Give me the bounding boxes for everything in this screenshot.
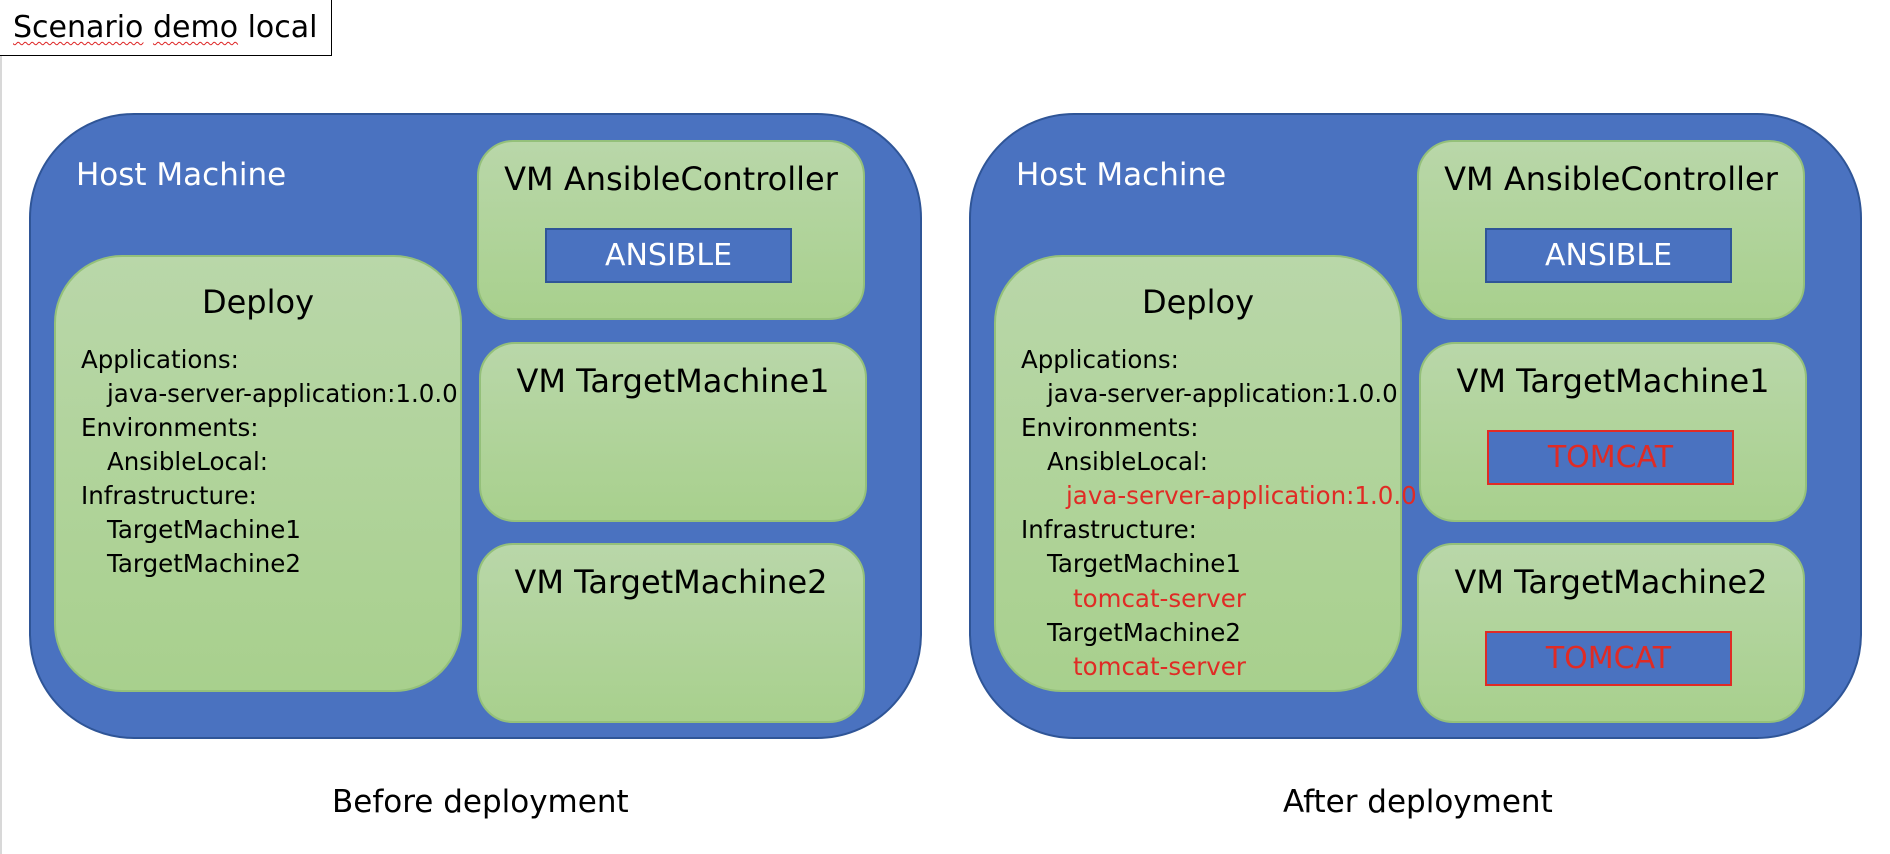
deploy-line: AnsibleLocal: [1047, 447, 1209, 476]
vm-title: VM TargetMachine1 [1456, 362, 1770, 400]
deploy-line: Infrastructure: [81, 481, 257, 510]
vm-title: VM TargetMachine2 [514, 563, 828, 601]
deploy-line-highlight: java-server-application:1.0.0 [1066, 481, 1417, 510]
deploy-line-highlight: tomcat-server [1073, 652, 1246, 681]
host-machine-before: Host Machine Deploy Applications: java-s… [29, 113, 922, 739]
vm-target-machine2-before: VM TargetMachine2 [477, 543, 865, 723]
deploy-line: Infrastructure: [1021, 515, 1197, 544]
deploy-box-after: Deploy Applications: java-server-applica… [994, 255, 1417, 692]
deploy-line: TargetMachine1 [107, 515, 301, 544]
deploy-line: Applications: [81, 345, 239, 374]
ansible-tag: ANSIBLE [545, 228, 792, 283]
deploy-title: Deploy [1141, 283, 1255, 321]
caption-before: Before deployment [332, 784, 629, 820]
deploy-line: java-server-application:1.0.0 [107, 379, 458, 408]
scenario-title-box: Scenario demo local [0, 0, 332, 56]
deploy-line: AnsibleLocal: [107, 447, 269, 476]
deploy-line: TargetMachine1 [1047, 549, 1241, 578]
title-word-local: local [247, 10, 318, 45]
deploy-box-before: Deploy Applications: java-server-applica… [54, 255, 462, 692]
ansible-tag: ANSIBLE [1485, 228, 1732, 283]
host-machine-after: Host Machine Deploy Applications: java-s… [969, 113, 1862, 739]
vm-ansible-controller-after: VM AnsibleController ANSIBLE [1417, 140, 1805, 320]
caption-after: After deployment [1283, 784, 1553, 820]
deploy-line: Environments: [1021, 413, 1199, 442]
deploy-line: TargetMachine2 [107, 549, 301, 578]
title-word-demo: demo [152, 10, 239, 45]
page-edge-divider [0, 56, 2, 854]
vm-title: VM TargetMachine2 [1454, 563, 1768, 601]
deploy-line: TargetMachine2 [1047, 618, 1241, 647]
deploy-line-highlight: tomcat-server [1073, 584, 1246, 613]
vm-target-machine1-before: VM TargetMachine1 [479, 342, 867, 522]
deploy-line: Applications: [1021, 345, 1179, 374]
vm-target-machine1-after: VM TargetMachine1 TOMCAT [1419, 342, 1807, 522]
host-machine-label: Host Machine [76, 157, 287, 193]
tomcat-tag: TOMCAT [1487, 430, 1734, 485]
vm-title: VM TargetMachine1 [516, 362, 830, 400]
deploy-line: Environments: [81, 413, 259, 442]
tomcat-tag: TOMCAT [1485, 631, 1732, 686]
vm-target-machine2-after: VM TargetMachine2 TOMCAT [1417, 543, 1805, 723]
vm-title: VM AnsibleController [504, 160, 838, 198]
vm-ansible-controller-before: VM AnsibleController ANSIBLE [477, 140, 865, 320]
title-word-scenario: Scenario [13, 10, 144, 45]
deploy-line: java-server-application:1.0.0 [1047, 379, 1398, 408]
host-machine-label: Host Machine [1016, 157, 1227, 193]
vm-title: VM AnsibleController [1444, 160, 1778, 198]
deploy-title: Deploy [201, 283, 315, 321]
